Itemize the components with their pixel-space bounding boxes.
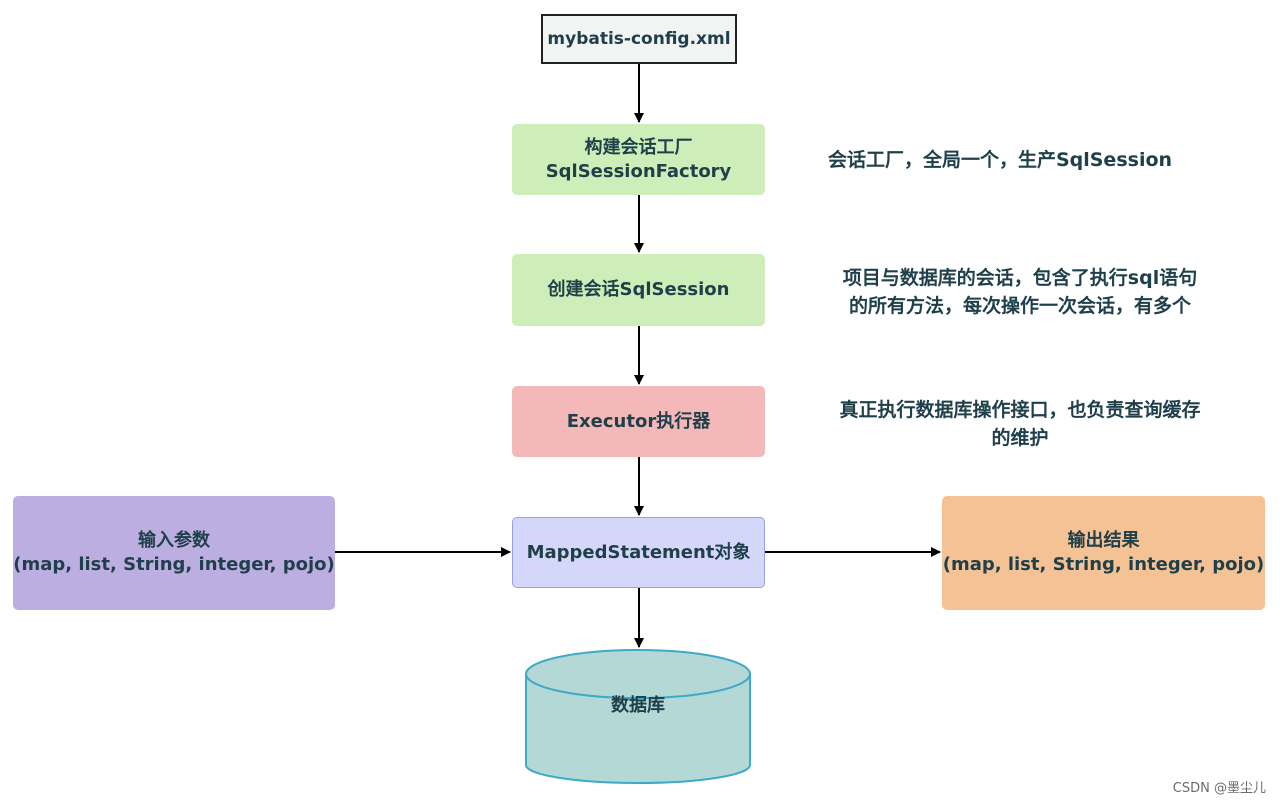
- node-output-result-line1: 输出结果: [1067, 530, 1140, 551]
- node-mapped-statement-label: MappedStatement对象: [526, 541, 751, 563]
- note-executor-line1: 真正执行数据库操作接口，也负责查询缓存: [839, 399, 1201, 421]
- note-executor-line2: 的维护: [991, 427, 1049, 449]
- database-cylinder: [525, 649, 751, 784]
- node-input-params-line1: 输入参数: [138, 530, 210, 551]
- watermark: CSDN @墨尘儿: [1172, 781, 1266, 796]
- node-sqlsession-factory: 构建会话工厂 SqlSessionFactory: [512, 124, 765, 195]
- database-cylinder-body: [525, 674, 751, 784]
- node-mybatis-config-label: mybatis-config.xml: [547, 29, 731, 49]
- node-executor-label: Executor执行器: [566, 410, 711, 432]
- note-executor: 真正执行数据库操作接口，也负责查询缓存 的维护: [790, 396, 1250, 452]
- note-sqlsession-line1: 项目与数据库的会话，包含了执行sql语句: [842, 267, 1198, 289]
- node-sqlsession: 创建会话SqlSession: [512, 254, 765, 326]
- note-sqlsession: 项目与数据库的会话，包含了执行sql语句 的所有方法，每次操作一次会话，有多个: [790, 264, 1250, 320]
- note-sqlsession-factory: 会话工厂，全局一个，生产SqlSession: [790, 146, 1210, 174]
- node-sqlsession-factory-line1: 构建会话工厂: [584, 136, 693, 158]
- node-mybatis-config: mybatis-config.xml: [541, 14, 737, 64]
- node-sqlsession-factory-line2: SqlSessionFactory: [545, 160, 732, 182]
- node-database: 数据库: [525, 676, 751, 736]
- note-sqlsession-factory-text: 会话工厂，全局一个，生产SqlSession: [827, 149, 1173, 171]
- node-input-params: 输入参数 (map, list, String, integer, pojo): [13, 496, 335, 610]
- node-database-label: 数据库: [611, 695, 665, 716]
- database-cylinder-top: [525, 649, 751, 699]
- node-mapped-statement: MappedStatement对象: [512, 517, 765, 588]
- node-output-result-line2: (map, list, String, integer, pojo): [942, 554, 1265, 575]
- node-output-result: 输出结果 (map, list, String, integer, pojo): [942, 496, 1265, 610]
- node-executor: Executor执行器: [512, 386, 765, 457]
- note-sqlsession-line2: 的所有方法，每次操作一次会话，有多个: [848, 295, 1191, 317]
- node-input-params-line2: (map, list, String, integer, pojo): [13, 554, 335, 575]
- node-sqlsession-label: 创建会话SqlSession: [547, 279, 730, 300]
